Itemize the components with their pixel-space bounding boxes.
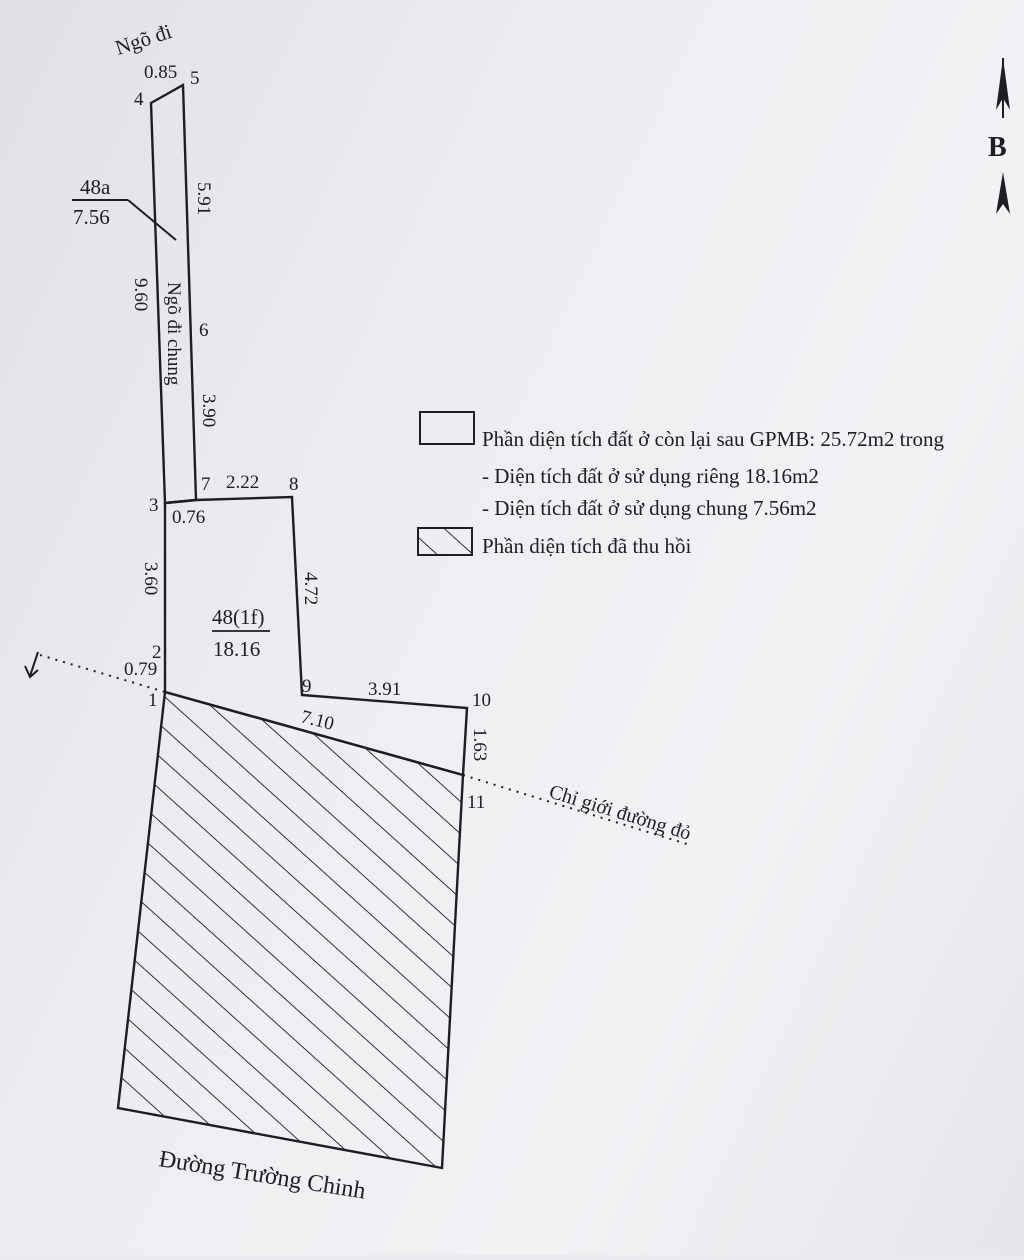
point-label-2: 2	[152, 642, 162, 663]
legend-remaining-text: Phần diện tích đất ở còn lại sau GPMB: 2…	[482, 427, 944, 451]
point-label-8: 8	[289, 474, 299, 495]
edge-label-3-4: 9.60	[130, 278, 151, 311]
private-parcel-area: 18.16	[213, 637, 260, 661]
point-label-6: 6	[199, 320, 209, 341]
edge-label-3-7: 0.76	[172, 507, 205, 528]
legend-shared-text: - Diện tích đất ở sử dụng chung 7.56m2	[482, 496, 817, 520]
shared-parcel-id: 48a	[80, 175, 111, 199]
north-arrow-icon	[996, 58, 1010, 214]
private-parcel-id: 48(1f)	[212, 605, 264, 629]
shared-parcel-leader-diag	[127, 199, 177, 241]
point-label-3: 3	[149, 495, 159, 516]
edge-label-9-10: 3.91	[368, 679, 401, 700]
red-line-left-dotted	[39, 654, 166, 693]
private-parcel	[163, 495, 469, 777]
north-letter: B	[988, 132, 1007, 163]
point-label-4: 4	[134, 89, 144, 110]
edge-label-4-5: 0.85	[144, 62, 177, 83]
road-name: Đường Trường Chinh	[157, 1146, 367, 1204]
shared-lane-label: Ngõ đi chung	[163, 282, 184, 386]
point-label-11: 11	[467, 792, 485, 813]
edge-label-1-2: 0.79	[124, 659, 157, 680]
legend-recovered-swatch	[417, 527, 473, 556]
edge-label-8-9: 4.72	[300, 572, 321, 605]
access-lane-label: Ngõ đi	[112, 19, 174, 60]
edge-label-10-11: 1.63	[469, 728, 490, 761]
recovered-area-polygon	[116, 690, 465, 1170]
legend-recovered-text: Phần diện tích đã thu hồi	[482, 534, 692, 558]
shared-parcel-area: 7.56	[73, 205, 110, 229]
point-label-9: 9	[302, 676, 312, 697]
red-line-label: Chỉ giới đường đỏ	[547, 781, 694, 845]
point-label-10: 10	[472, 690, 491, 711]
legend-private-text: - Diện tích đất ở sử dụng riêng 18.16m2	[482, 464, 819, 488]
arrow-down-left-icon	[24, 651, 39, 679]
edge-label-7-8: 2.22	[226, 472, 259, 493]
edge-label-6-7: 3.90	[198, 394, 219, 427]
point-label-5: 5	[190, 68, 200, 89]
legend-remaining-swatch	[419, 411, 475, 445]
edge-label-2-3: 3.60	[140, 562, 161, 595]
edge-label-5-6: 5.91	[193, 182, 214, 215]
point-label-1: 1	[148, 690, 158, 711]
point-label-7: 7	[201, 474, 211, 495]
